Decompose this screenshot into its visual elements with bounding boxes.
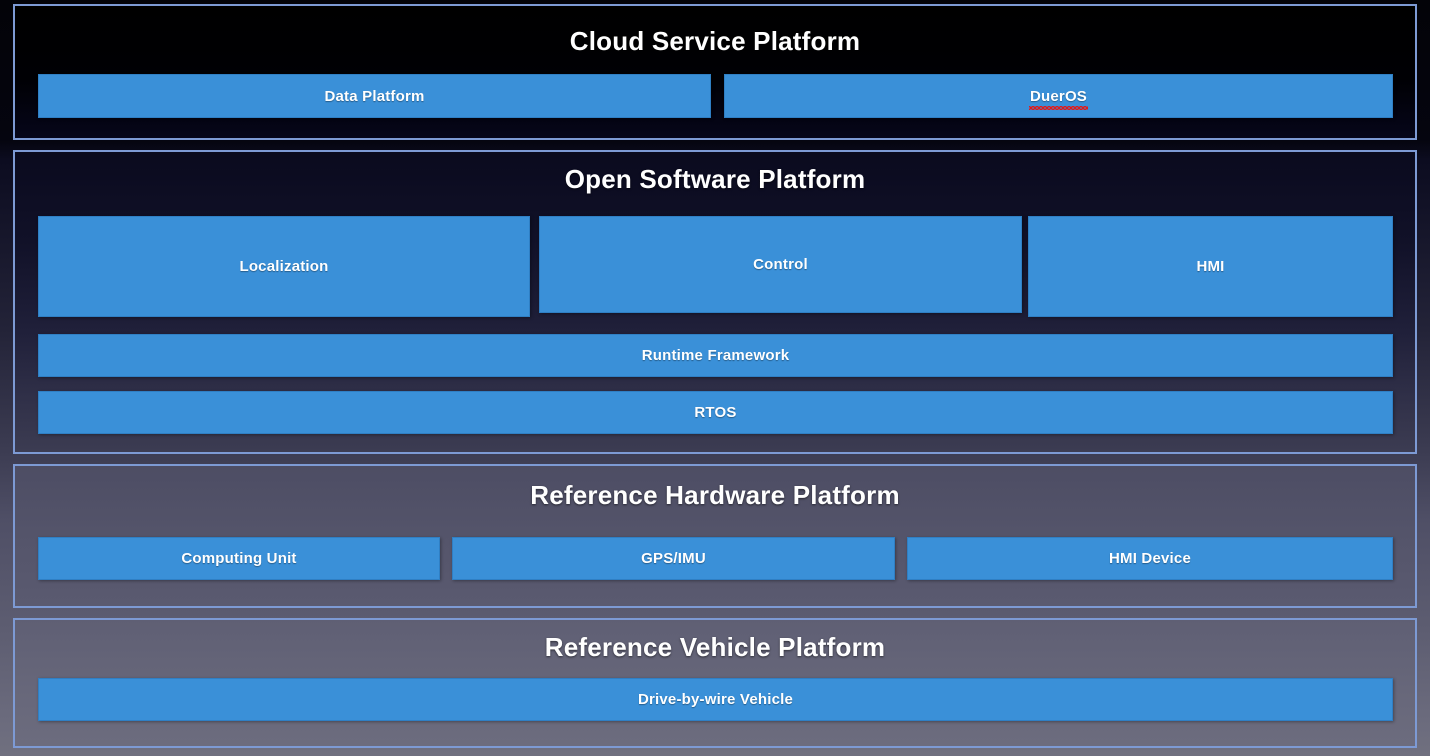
panel-title-reference-vehicle-platform: Reference Vehicle Platform [544,632,886,662]
block-label-gps-imu: GPS/IMU [641,550,706,567]
block-label-computing-unit: Computing Unit [181,550,297,567]
block-label-localization: Localization [239,258,329,275]
block-label-hmi-device: HMI Device [1108,550,1192,567]
panel-title-reference-hardware-platform: Reference Hardware Platform [530,480,900,510]
block-runtime-framework[interactable]: Runtime Framework [38,334,1393,377]
block-control[interactable]: Control [539,216,1022,313]
block-label-hmi: HMI [1196,258,1225,275]
block-gps-imu[interactable]: GPS/IMU [452,537,895,580]
block-computing-unit[interactable]: Computing Unit [38,537,440,580]
block-localization[interactable]: Localization [38,216,530,317]
block-label-data-platform: Data Platform [324,87,425,105]
block-hmi[interactable]: HMI [1028,216,1393,317]
block-drive-by-wire-vehicle[interactable]: Drive-by-wire Vehicle [38,678,1393,721]
block-dueros[interactable]: DuerOS [724,74,1393,118]
block-hmi-device[interactable]: HMI Device [907,537,1393,580]
block-label-control: Control [753,256,808,273]
block-label-rtos: RTOS [694,404,737,421]
panel-open-software-platform: Open Software Platform Localization Cont… [13,150,1417,454]
panel-title-open-software-platform: Open Software Platform [564,164,866,194]
panel-cloud-service-platform: Cloud Service Platform Data Platform Due… [13,4,1417,140]
block-data-platform[interactable]: Data Platform [38,74,711,118]
block-label-runtime-framework: Runtime Framework [641,347,790,364]
panel-title-cloud-service-platform: Cloud Service Platform [569,26,861,56]
block-label-dueros: DuerOS [1028,87,1089,110]
panel-reference-hardware-platform: Reference Hardware Platform Computing Un… [13,464,1417,608]
block-label-drive-by-wire-vehicle: Drive-by-wire Vehicle [637,691,794,708]
block-rtos[interactable]: RTOS [38,391,1393,434]
panel-reference-vehicle-platform: Reference Vehicle Platform Drive-by-wire… [13,618,1417,748]
